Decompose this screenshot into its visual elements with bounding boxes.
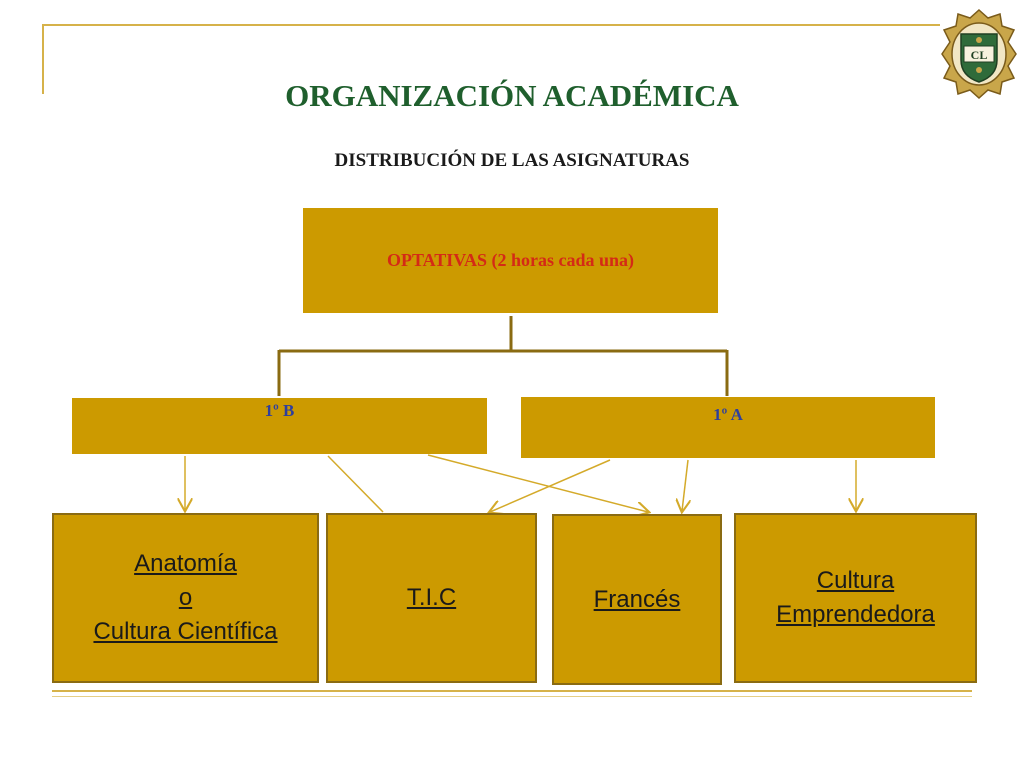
subject-cultura-emprendedora: Cultura Emprendedora <box>734 513 977 683</box>
edge-1b-frances <box>427 454 648 512</box>
subject-cultura-line-1: Cultura <box>816 567 895 594</box>
subject-tic-label: T.I.C <box>406 584 457 611</box>
tree-connector <box>277 316 729 396</box>
top-frame-line <box>42 24 940 26</box>
optativas-node: OPTATIVAS (2 horas cada una) <box>303 208 718 313</box>
subject-frances-label: Francés <box>593 585 681 613</box>
subject-tic: T.I.C <box>326 513 537 683</box>
slide-title: ORGANIZACIÓN ACADÉMICA <box>285 78 739 113</box>
subject-anatomia-line-1: Anatomía <box>134 550 237 577</box>
edge-1a-tic <box>490 459 611 512</box>
subject-anatomia: Anatomía o Cultura Científica <box>52 513 319 683</box>
left-frame-line <box>42 24 44 94</box>
edge-1b-tic <box>327 455 384 513</box>
group-node-1b: 1º B <box>72 398 487 454</box>
school-crest-logo: CL <box>940 8 1018 100</box>
subject-anatomia-line-3: Cultura Científica <box>93 618 278 645</box>
group-label-1a: 1º A <box>713 405 743 424</box>
subject-anatomia-line-2: o <box>178 584 193 611</box>
slide-subtitle: DISTRIBUCIÓN DE LAS ASIGNATURAS <box>334 150 690 171</box>
subject-frances: Francés <box>552 514 722 685</box>
subject-cultura-line-2: Emprendedora <box>776 601 935 628</box>
bottom-rule-secondary <box>52 696 972 697</box>
group-node-1a: 1º A <box>521 397 935 458</box>
optativas-label: OPTATIVAS (2 horas cada una) <box>386 250 635 270</box>
group-label-1b: 1º B <box>264 401 295 420</box>
svg-text:CL: CL <box>971 48 988 62</box>
bottom-rule <box>52 690 972 692</box>
edge-1a-frances <box>682 459 688 511</box>
